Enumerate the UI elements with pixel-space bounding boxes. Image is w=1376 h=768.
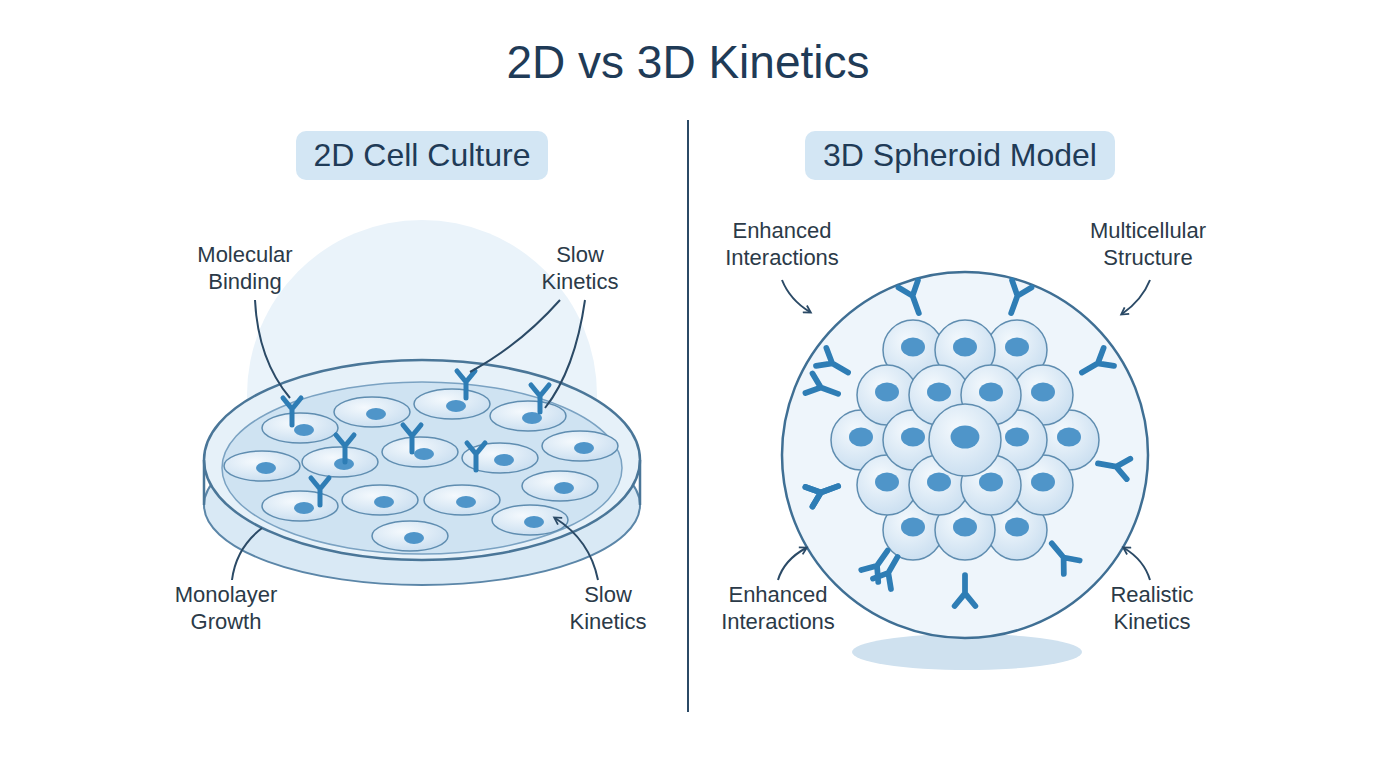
antibody (403, 425, 421, 452)
nucleus (901, 517, 925, 536)
nucleus (524, 516, 544, 528)
monolayer-cells (224, 371, 618, 551)
nucleus (1057, 427, 1081, 446)
nucleus (1005, 337, 1029, 356)
nucleus (901, 337, 925, 356)
header-text: 2D Cell Culture (296, 131, 549, 180)
callout-label: Slow Kinetics (518, 241, 643, 295)
nucleus (875, 382, 899, 401)
nucleus (294, 424, 314, 436)
callout-label: Enhanced Interactions (702, 217, 862, 271)
nucleus (366, 408, 386, 420)
nucleus (554, 482, 574, 494)
header-text: 3D Spheroid Model (805, 131, 1115, 180)
antibody (311, 478, 329, 505)
nucleus (901, 427, 925, 446)
antibody (336, 435, 354, 462)
section-header: 3D Spheroid Model (805, 131, 1115, 180)
nucleus (927, 472, 951, 491)
flat-cell (424, 485, 500, 515)
antibody (467, 443, 485, 470)
flat-cell (302, 447, 378, 477)
callout-label: Monolayer Growth (156, 581, 296, 635)
antibody (955, 575, 976, 606)
nucleus (849, 427, 873, 446)
callout-label: Slow Kinetics (546, 581, 671, 635)
antibody (805, 476, 841, 506)
flat-cell (342, 485, 418, 515)
flat-cell (522, 471, 598, 501)
title: 2D vs 3D Kinetics (506, 35, 869, 89)
dish-floor (222, 382, 622, 554)
nucleus (574, 442, 594, 454)
antibodies (805, 280, 1130, 606)
callout-label: Multicellular Structure (1068, 217, 1228, 271)
dish-rim (204, 360, 640, 560)
callout-label: Realistic Kinetics (1087, 581, 1217, 635)
nucleus (256, 462, 276, 474)
antibody (861, 545, 896, 582)
nucleus (953, 337, 977, 356)
nucleus (979, 382, 1003, 401)
nucleus (951, 425, 980, 448)
nucleus (1031, 382, 1055, 401)
antibody (1044, 537, 1080, 574)
flat-cell (382, 437, 458, 467)
flat-cell (224, 451, 300, 481)
nucleus (456, 496, 476, 508)
nucleus (414, 448, 434, 460)
nucleus (1005, 517, 1029, 536)
flat-cell (372, 521, 448, 551)
nucleus (953, 517, 977, 536)
antibody (1096, 453, 1130, 479)
section-header: 2D Cell Culture (296, 131, 549, 180)
flat-cell (462, 443, 538, 473)
round-cell (929, 404, 1001, 476)
antibody (1001, 280, 1031, 316)
callout-label: Enhanced Interactions (698, 581, 858, 635)
antibody (283, 398, 301, 425)
flat-cell (542, 431, 618, 461)
nucleus (927, 382, 951, 401)
antibody (898, 280, 928, 316)
spheroid-cells (831, 320, 1099, 560)
antibody (816, 348, 853, 381)
callout-label: Molecular Binding (175, 241, 315, 295)
sphere (782, 272, 1148, 638)
flat-cell (490, 401, 566, 431)
shadow (852, 634, 1082, 670)
nucleus (1031, 472, 1055, 491)
nucleus (294, 502, 314, 514)
nucleus (446, 400, 466, 412)
leaders (232, 280, 1150, 580)
flat-cell (414, 389, 490, 419)
divider (687, 120, 689, 712)
nucleus (374, 496, 394, 508)
flat-cell (262, 413, 338, 443)
antibody (805, 476, 841, 506)
antibody (805, 373, 841, 403)
antibody (1077, 348, 1114, 381)
nucleus (494, 454, 514, 466)
nucleus (1005, 427, 1029, 446)
nucleus (404, 532, 424, 544)
antibody (457, 371, 475, 398)
nucleus (979, 472, 1003, 491)
flat-cell (262, 491, 338, 521)
flat-cell (334, 397, 410, 427)
nucleus (875, 472, 899, 491)
